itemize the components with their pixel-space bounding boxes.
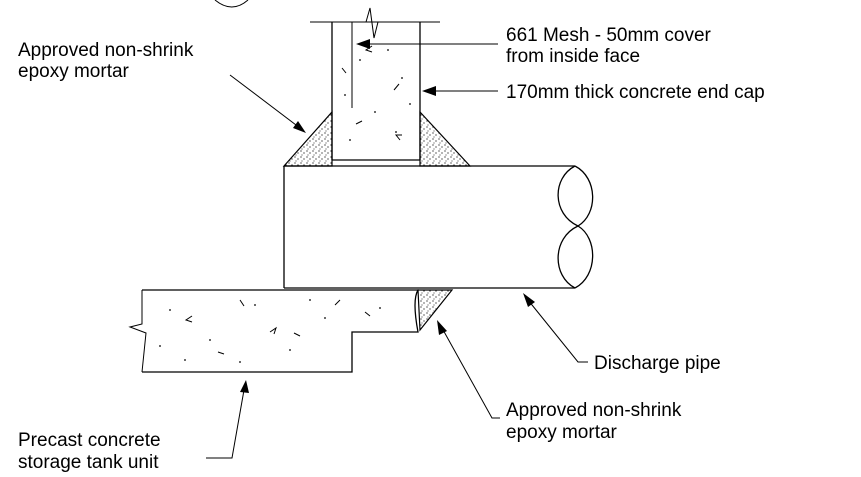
label-discharge-pipe: Discharge pipe	[594, 353, 721, 374]
leader-discharge-pipe	[523, 293, 588, 363]
leader-mortar-top	[229, 74, 306, 133]
label-end-cap: 170mm thick concrete end cap	[506, 82, 765, 103]
leader-mortar-bottom	[437, 320, 500, 419]
label-tank-unit: Precast concrete storage tank unit	[18, 430, 166, 473]
mortar-fillet-bottom	[417, 289, 454, 332]
discharge-pipe	[283, 165, 594, 289]
mortar-fillet-top-right	[419, 110, 472, 167]
mortar-fillet-top-left	[282, 110, 333, 167]
reference-circle-fragment	[214, 0, 249, 8]
label-mortar-top: Approved non-shrink epoxy mortar	[18, 40, 199, 82]
precast-tank-slab	[128, 289, 420, 373]
leader-tank-unit	[206, 380, 249, 459]
concrete-end-cap	[310, 7, 440, 161]
label-mortar-bottom: Approved non-shrink epoxy mortar	[506, 400, 687, 443]
label-mesh: 661 Mesh - 50mm cover from inside face	[506, 25, 716, 67]
leader-mesh	[356, 39, 498, 49]
concrete-aggregate-marks	[344, 49, 411, 141]
leader-end-cap	[422, 86, 498, 96]
